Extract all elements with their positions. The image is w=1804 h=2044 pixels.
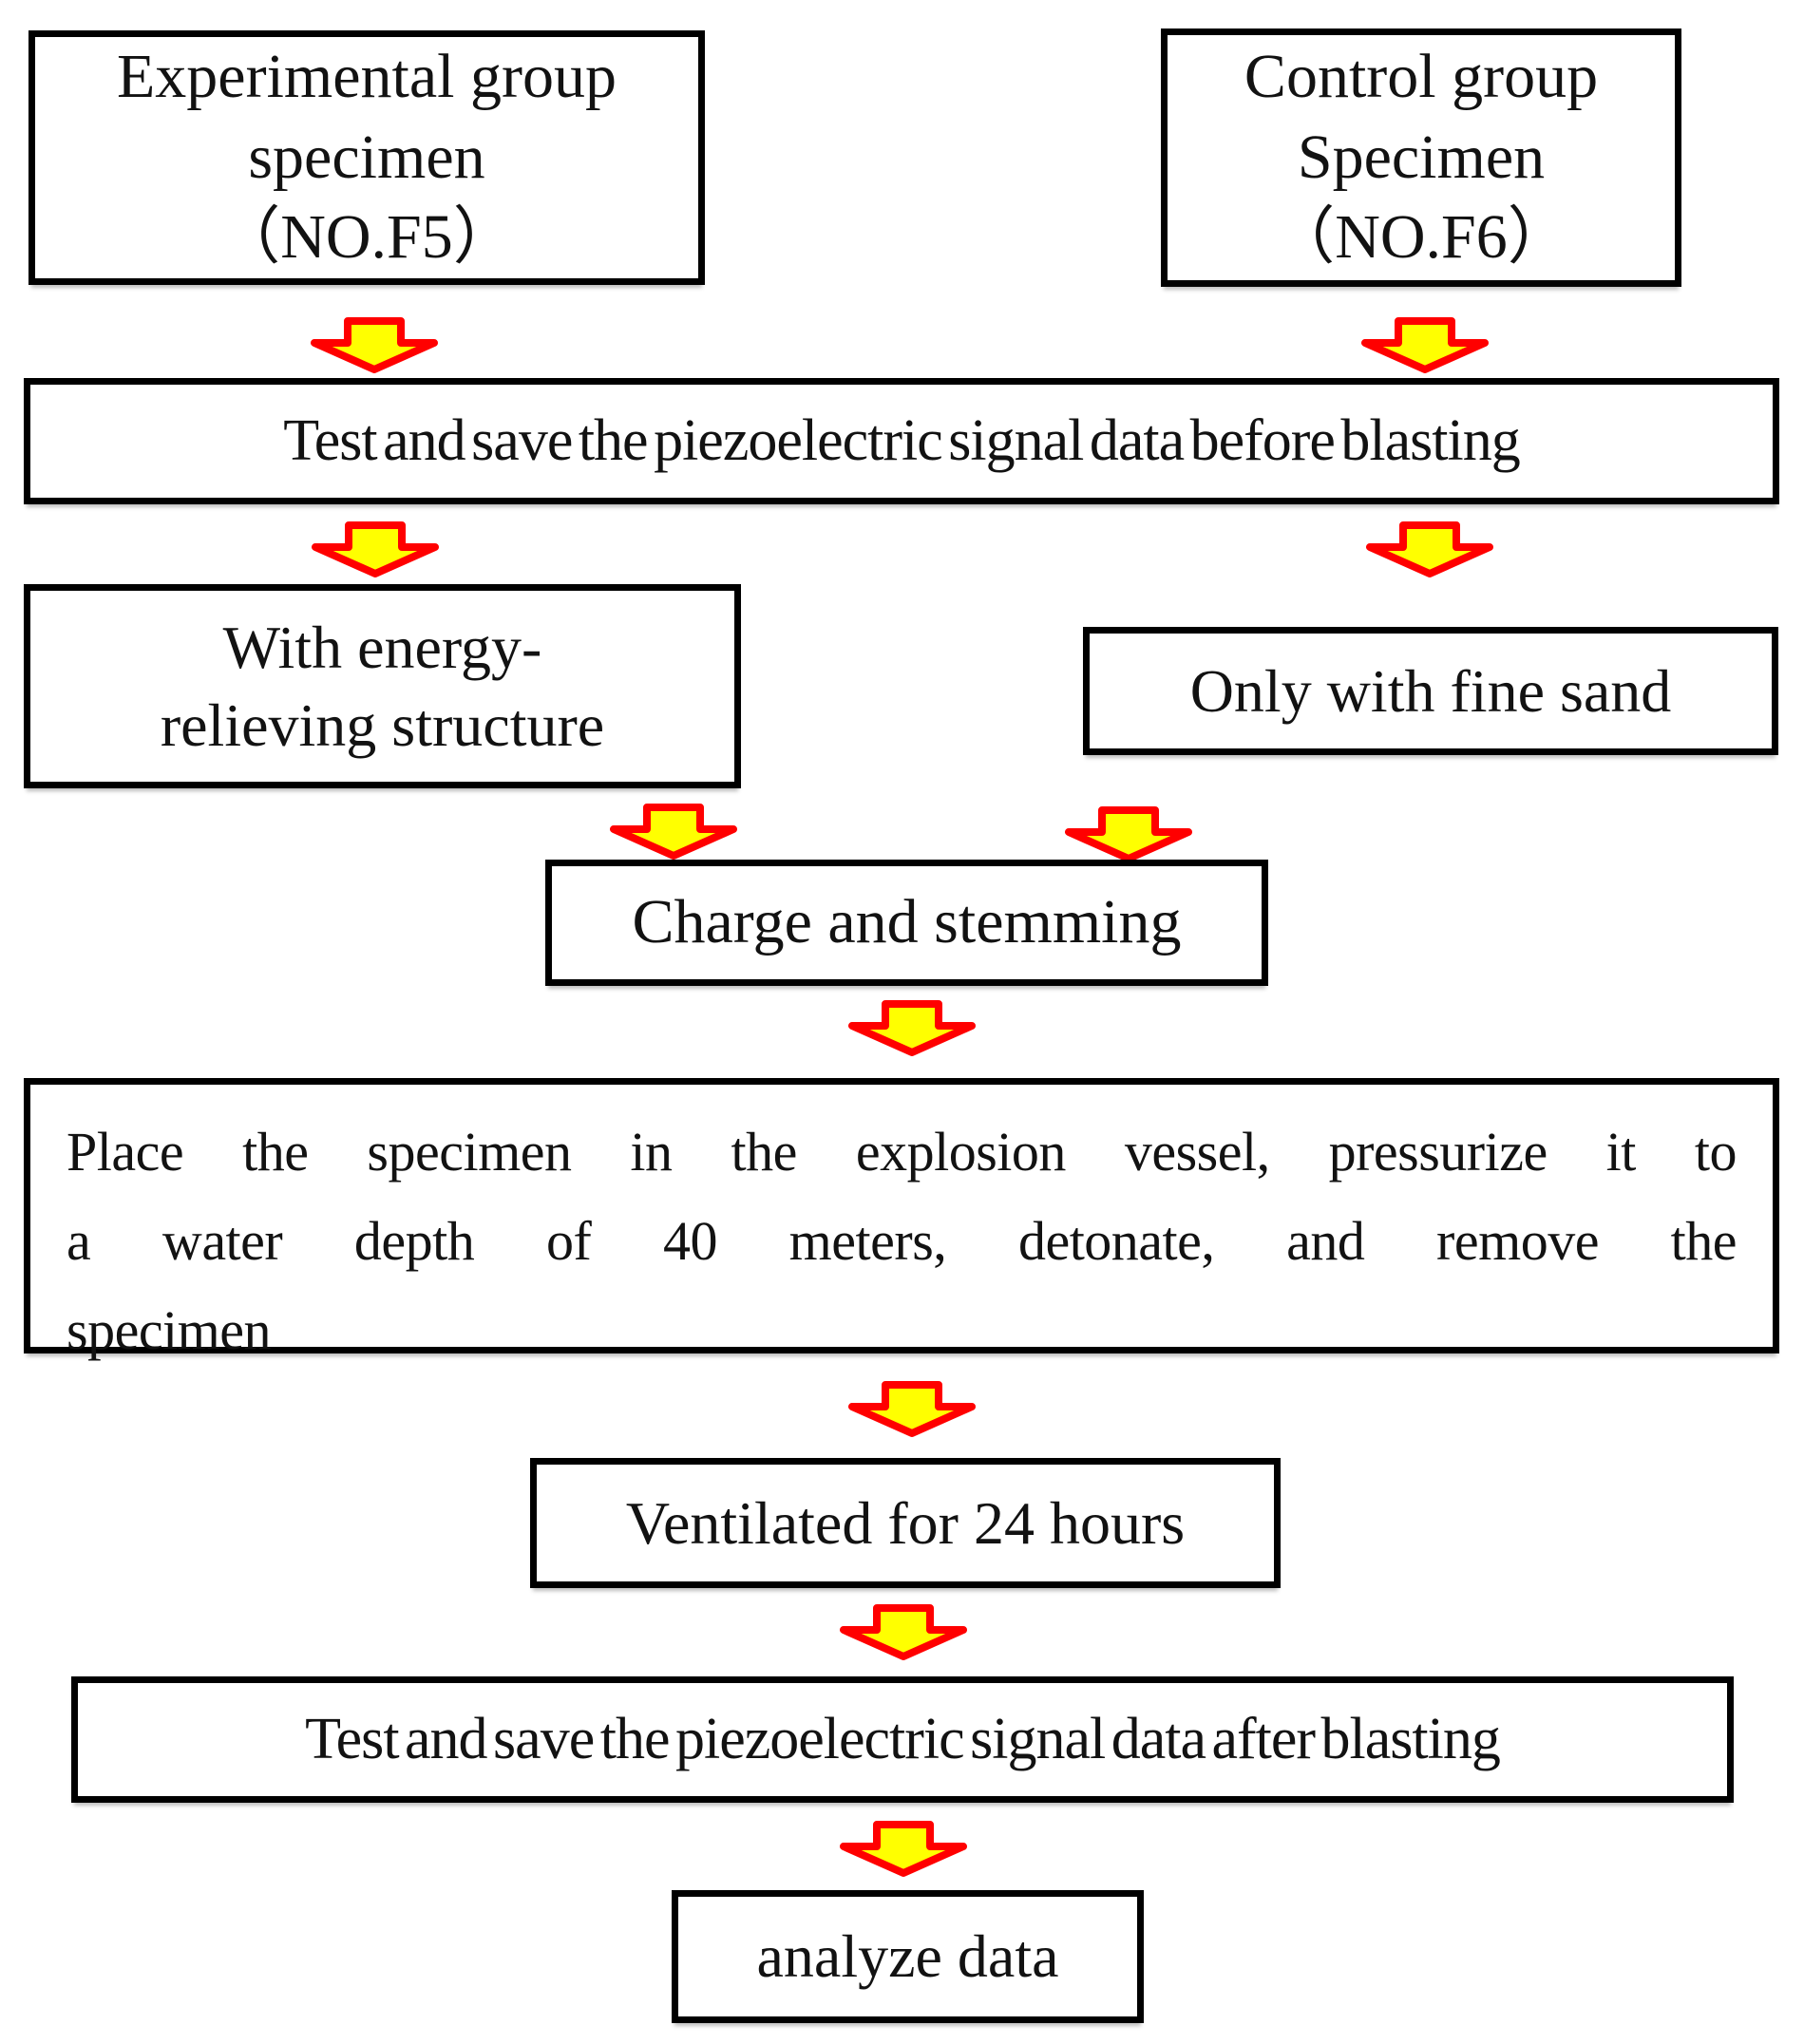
node-text-line: a water depth of 40 meters, detonate, an… [66, 1209, 1738, 1272]
node-text-line: Only with fine sand [1189, 656, 1672, 725]
down-arrow-icon [606, 803, 741, 861]
node-text-line: relieving structure [160, 691, 605, 759]
node-text-line: Control group [1244, 42, 1599, 112]
down-arrow-icon [845, 1380, 979, 1439]
node-text-line: Place the specimen in the explosion vess… [66, 1121, 1738, 1183]
node-text-line: Ventilated for 24 hours [625, 1488, 1186, 1557]
node-experimental-group-specimen: Experimental group specimen （NO.F5） [28, 30, 705, 285]
node-text-line: Test and save the piezoelectric signal d… [305, 1706, 1501, 1771]
down-arrow-icon [836, 1820, 971, 1879]
node-analyze-data: analyze data [672, 1890, 1144, 2023]
node-text-line: Experimental group [116, 42, 617, 112]
node-text-line: specimen [66, 1298, 272, 1361]
node-ventilated-24-hours: Ventilated for 24 hours [530, 1458, 1281, 1588]
node-text-line: analyze data [756, 1922, 1059, 1991]
node-text-line: With energy- [222, 613, 542, 681]
node-place-specimen-detonate: Place the specimen in the explosion vess… [24, 1078, 1779, 1361]
node-text-line: Test and save the piezoelectric signal d… [283, 407, 1521, 473]
node-control-group-specimen: Control group Specimen （NO.F6） [1161, 28, 1681, 287]
down-arrow-icon [1358, 316, 1492, 375]
node-test-after-blasting: Test and save the piezoelectric signal d… [71, 1676, 1734, 1803]
down-arrow-icon [836, 1603, 971, 1662]
down-arrow-icon [307, 316, 442, 375]
node-text-line: （NO.F6） [1272, 202, 1570, 273]
node-energy-relieving-structure: With energy- relieving structure [24, 584, 741, 788]
down-arrow-icon [308, 520, 443, 579]
node-charge-and-stemming: Charge and stemming [545, 860, 1268, 986]
node-only-fine-sand: Only with fine sand [1083, 627, 1778, 755]
down-arrow-icon [1362, 520, 1497, 579]
down-arrow-icon [845, 999, 979, 1058]
node-test-before-blasting: Test and save the piezoelectric signal d… [24, 378, 1779, 504]
down-arrow-icon [1061, 805, 1196, 864]
node-text-line: Specimen [1297, 122, 1546, 192]
node-text-line: Charge and stemming [632, 887, 1182, 957]
node-text-line: （NO.F5） [218, 202, 516, 273]
node-text-line: specimen [248, 122, 485, 192]
